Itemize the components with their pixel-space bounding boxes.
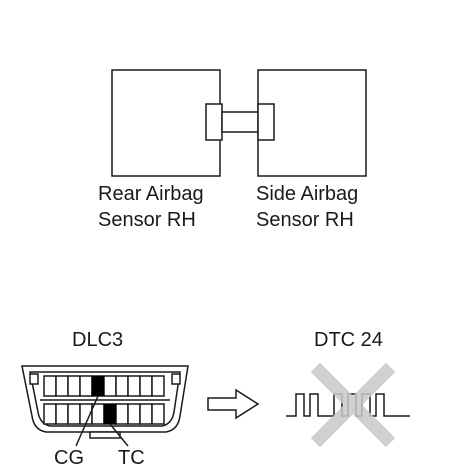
- rear-airbag-sensor-box: [111, 69, 221, 177]
- pin-tc: [104, 404, 116, 424]
- side-airbag-label-line1: Side Airbag: [256, 183, 359, 205]
- sensor-connector: [205, 103, 275, 141]
- tc-leader-line: [109, 423, 129, 447]
- arrow-right-icon: [207, 388, 260, 420]
- pin-cg: [92, 376, 104, 396]
- tc-label: TC: [118, 447, 145, 469]
- dlc3-connector: [21, 365, 189, 439]
- dtc-title: DTC 24: [314, 329, 383, 351]
- rear-airbag-label-line2: Sensor RH: [98, 209, 196, 231]
- cross-icon: [310, 362, 396, 448]
- cg-leader-line: [75, 395, 99, 447]
- side-airbag-label-line2: Sensor RH: [256, 209, 354, 231]
- cg-label: CG: [54, 447, 84, 469]
- rear-airbag-label-line1: Rear Airbag: [98, 183, 204, 205]
- dlc3-title: DLC3: [72, 329, 124, 351]
- side-airbag-sensor-box: [257, 69, 367, 177]
